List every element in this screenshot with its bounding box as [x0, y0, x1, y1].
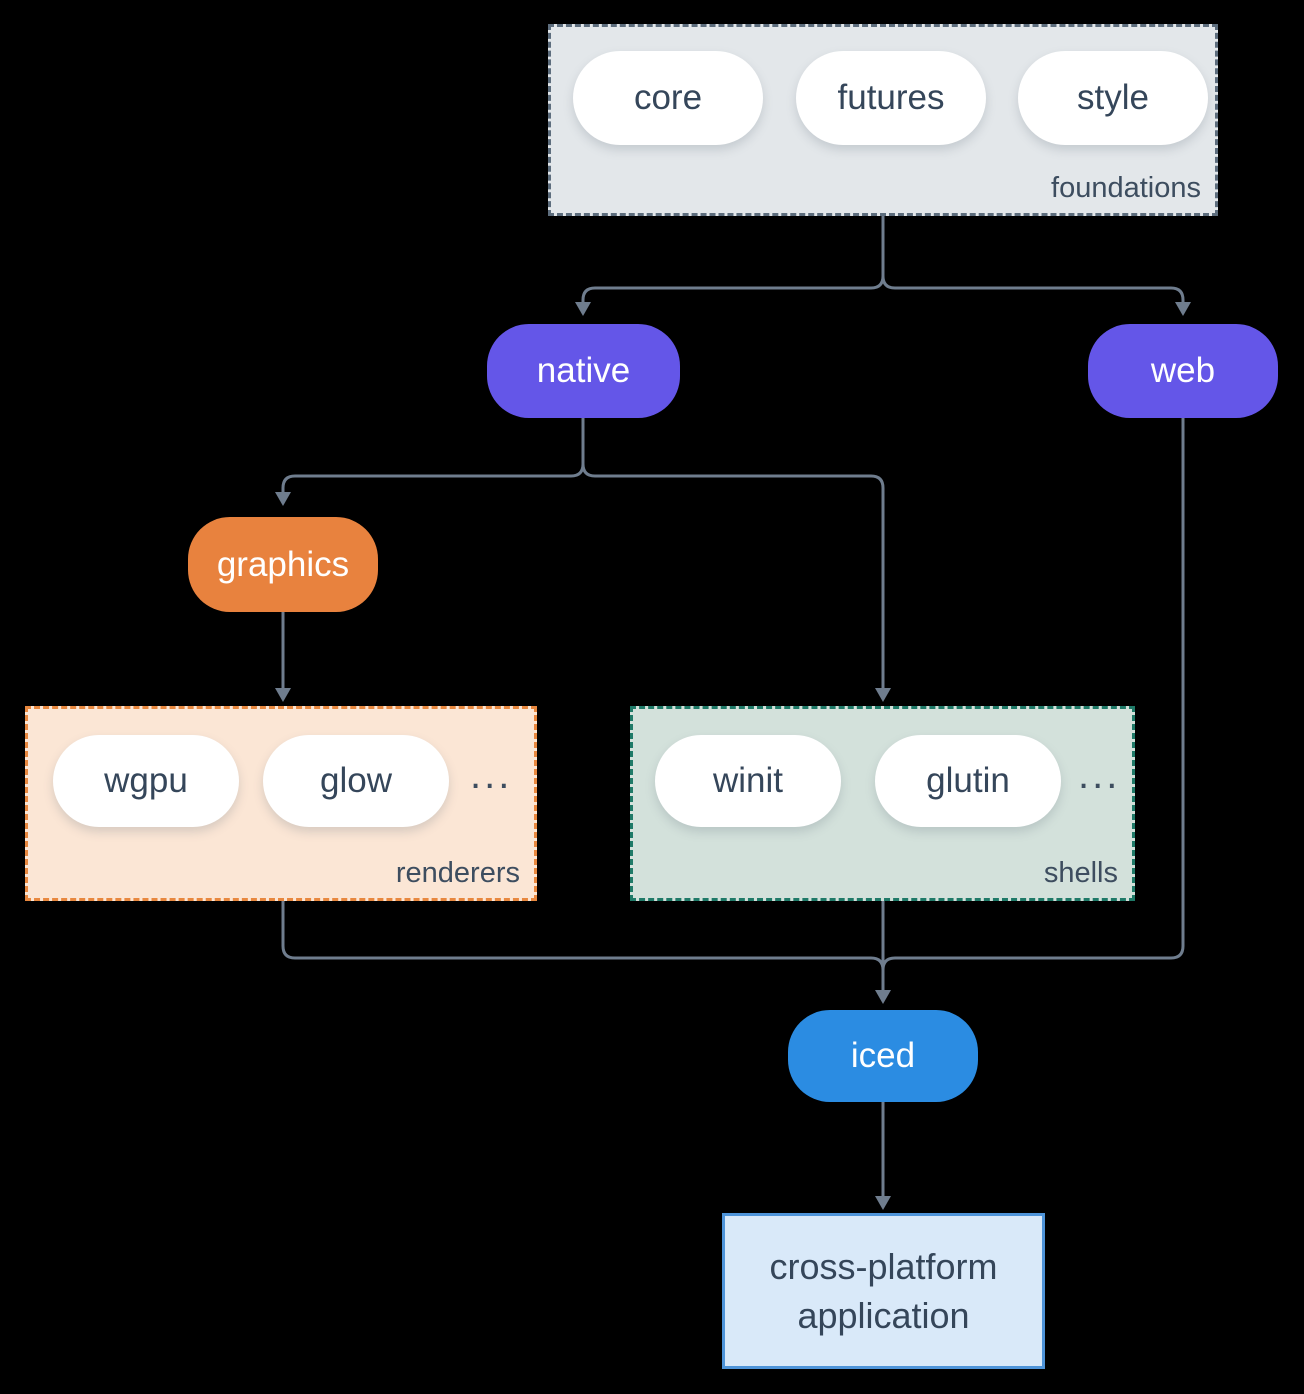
app-label-line1: cross-platform — [769, 1246, 998, 1287]
group-shells: winit glutin ... shells — [630, 706, 1135, 901]
arrowhead-native — [575, 302, 591, 316]
group-label-foundations: foundations — [1051, 172, 1201, 204]
node-futures: futures — [796, 51, 986, 145]
node-wgpu: wgpu — [53, 735, 239, 827]
arrowhead-app — [875, 1196, 891, 1210]
group-renderers: wgpu glow ... renderers — [25, 706, 537, 901]
node-glutin: glutin — [875, 735, 1061, 827]
node-web: web — [1088, 324, 1278, 418]
arrowhead-web — [1175, 302, 1191, 316]
arrowhead-renderers — [275, 688, 291, 702]
node-core: core — [573, 51, 763, 145]
edge-native-shells — [581, 418, 885, 688]
arrowhead-iced — [875, 990, 891, 1004]
group-label-renderers: renderers — [395, 857, 520, 889]
app-label-line2: application — [797, 1295, 970, 1336]
edge-foundations-native — [581, 216, 885, 302]
arrowhead-shells — [875, 688, 891, 702]
group-foundations: core futures style foundations — [548, 24, 1218, 216]
node-style: style — [1018, 51, 1208, 145]
more-renderers-ellipsis: ... — [470, 753, 513, 797]
node-winit: winit — [655, 735, 841, 827]
node-cross-platform-application: cross-platform application — [722, 1213, 1045, 1369]
edge-native-graphics — [281, 418, 585, 492]
arrowhead-graphics — [275, 492, 291, 506]
edge-foundations-web — [881, 216, 1185, 302]
node-native: native — [487, 324, 680, 418]
group-label-shells: shells — [1043, 857, 1118, 889]
node-glow: glow — [263, 735, 449, 827]
node-iced: iced — [788, 1010, 978, 1102]
node-graphics: graphics — [188, 517, 378, 612]
more-shells-ellipsis: ... — [1078, 753, 1121, 797]
edge-renderers-iced — [281, 901, 885, 974]
